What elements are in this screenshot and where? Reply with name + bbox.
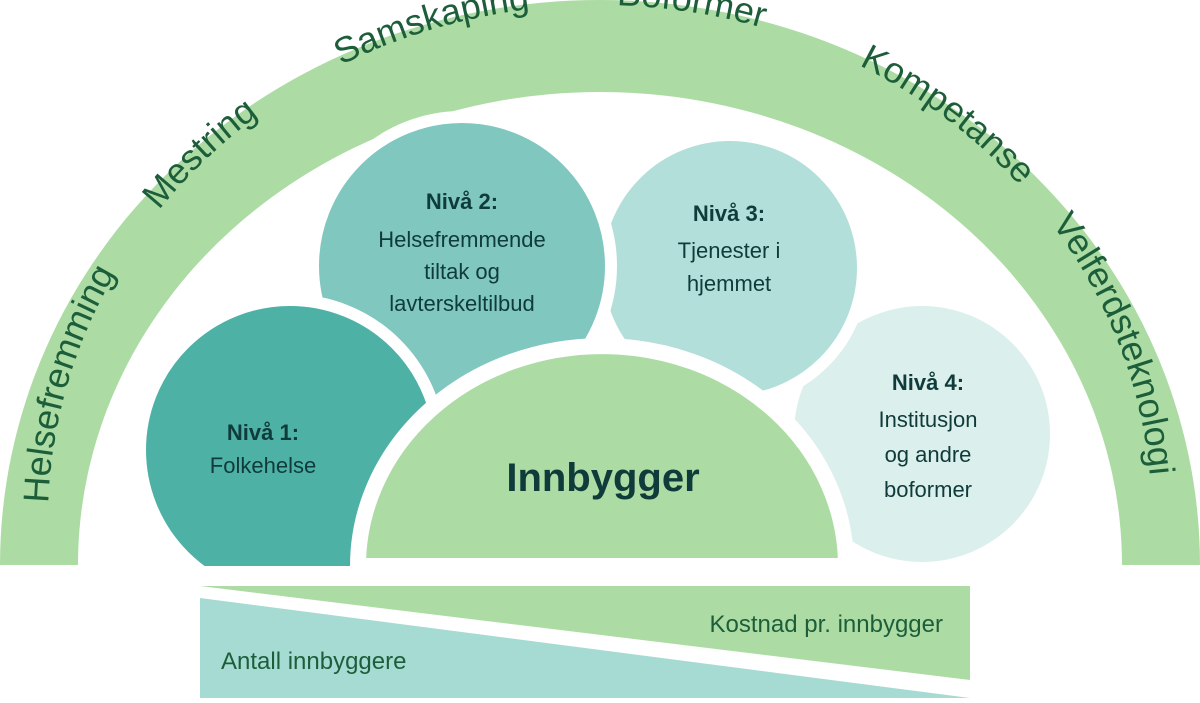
level-2-line-2: tiltak og [424,259,500,284]
level-3-line-1: Tjenester i [678,238,781,263]
level-2-title: Nivå 2: [426,189,498,214]
level-4-line-1: Institusjon [878,407,977,432]
outer-arc-band [0,0,1200,565]
count-label: Antall innbyggere [221,648,406,675]
center-label: Innbygger [506,456,699,500]
count-wedge [200,598,970,698]
cost-wedge [200,586,970,680]
level-4-circle [794,306,1050,562]
level-2-line-3: lavterskeltilbud [389,291,535,316]
level-4-line-2: og andre [885,442,972,467]
level-1-title: Nivå 1: [227,420,299,445]
cost-label: Kostnad pr. innbygger [710,611,944,638]
level-4-title: Nivå 4: [892,370,964,395]
center-dome [349,338,855,574]
level-4-line-3: boformer [884,477,972,502]
level-2-line-1: Helsefremmende [378,227,546,252]
level-1-line-1: Folkehelse [210,453,316,478]
level-3-title: Nivå 3: [693,201,765,226]
level-3-line-2: hjemmet [687,271,771,296]
